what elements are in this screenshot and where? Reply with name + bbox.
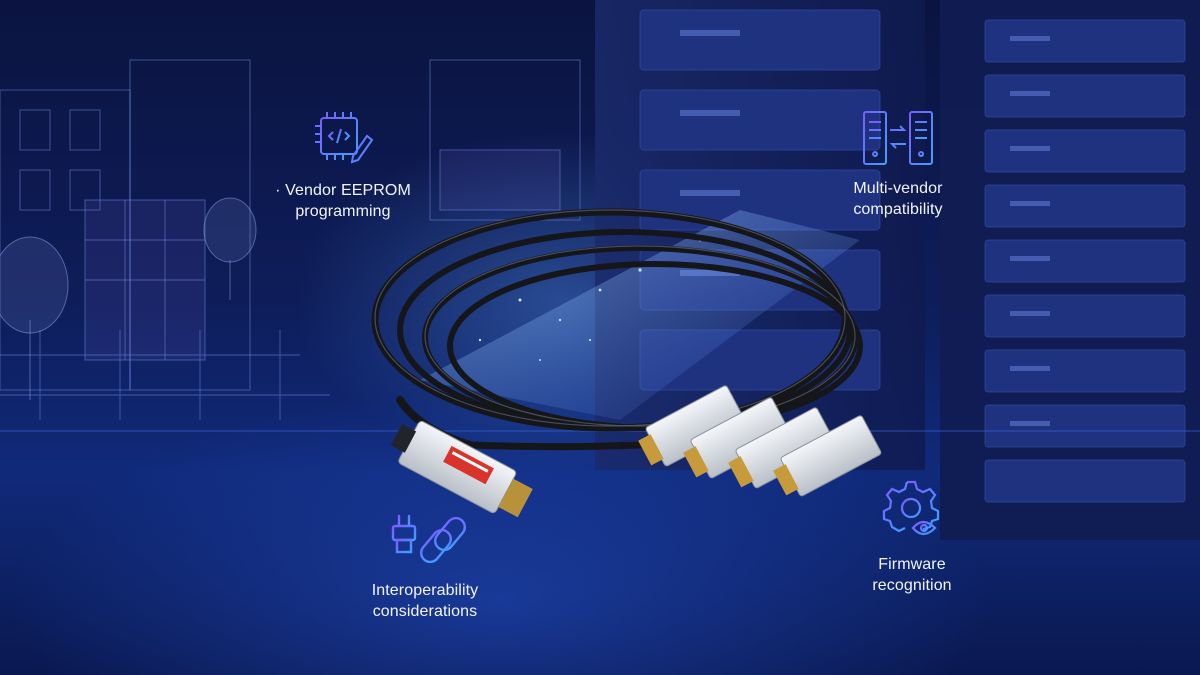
feature-interop: Interoperability considerations: [350, 512, 500, 622]
sfp-connectors: [638, 385, 882, 497]
cable-highlights: [374, 209, 856, 427]
feature-firmware: Firmware recognition: [848, 478, 976, 596]
gear-eye-icon: [882, 480, 940, 536]
wireframe-buildings: [0, 59, 581, 420]
feature-eeprom-line2: programming: [295, 203, 391, 220]
feature-firmware-line2: recognition: [872, 577, 952, 594]
qsfp-connector: [390, 420, 533, 518]
feature-multivendor-line2: compatibility: [853, 201, 943, 218]
feature-interop-line2: considerations: [372, 603, 478, 620]
feature-multivendor: Multi-vendor compatibility: [828, 108, 968, 220]
chip-code-pencil-icon: [315, 112, 374, 164]
feature-firmware-line1: Firmware: [878, 556, 946, 573]
plug-link-icon: [391, 514, 466, 568]
feature-interop-line1: Interoperability: [371, 582, 479, 599]
servers-exchange-icon: [863, 111, 933, 165]
feature-eeprom: · Vendor EEPROM programming: [268, 108, 418, 222]
wireframe-tree: [0, 197, 257, 400]
feature-eeprom-line1: · Vendor EEPROM: [275, 182, 411, 199]
feature-multivendor-line1: Multi-vendor: [853, 180, 943, 197]
